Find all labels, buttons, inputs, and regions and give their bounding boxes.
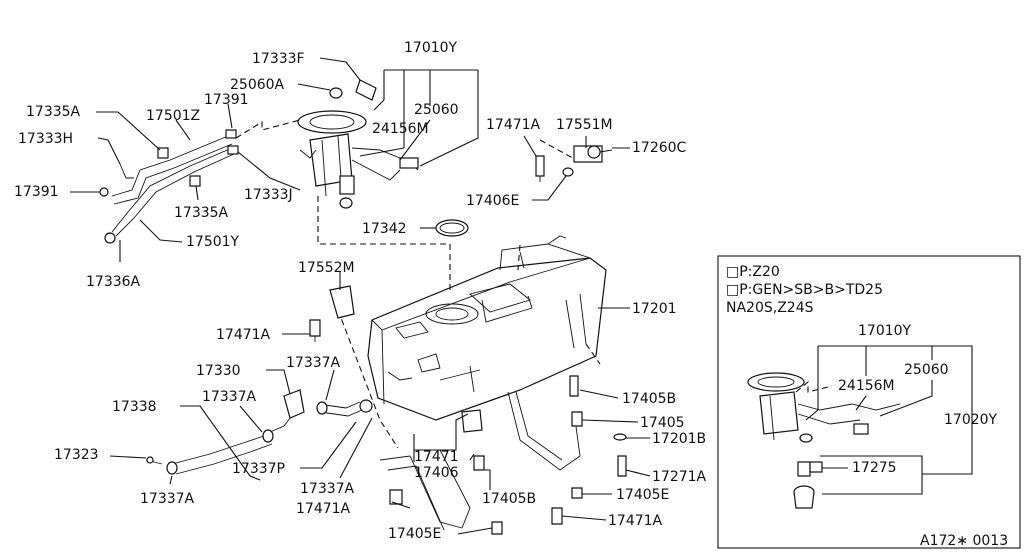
inset-label-17020Y: 17020Y <box>944 412 998 428</box>
fuel-tank-17201 <box>367 235 607 421</box>
label-17333H: 17333H <box>18 131 73 147</box>
label-17010Y: 17010Y <box>404 40 458 56</box>
label-17335A-top: 17335A <box>26 104 81 120</box>
label-17405E-low: 17405E <box>388 526 441 542</box>
label-17330: 17330 <box>196 363 241 379</box>
label-24156M: 24156M <box>372 121 429 137</box>
label-25060A: 25060A <box>230 77 285 93</box>
brackets-and-bolts <box>309 285 627 535</box>
label-17405B-mid: 17405B <box>482 491 536 507</box>
label-17471A-low: 17471A <box>296 501 351 517</box>
label-17471: 17471 <box>414 449 459 465</box>
label-17333F: 17333F <box>252 51 305 67</box>
vent-fittings <box>535 145 613 182</box>
assembly-guides <box>235 119 601 449</box>
label-17335A-mid: 17335A <box>174 205 229 221</box>
label-17552M: 17552M <box>298 260 355 276</box>
label-17501Y: 17501Y <box>186 234 240 250</box>
label-17405B-right: 17405B <box>622 391 676 407</box>
vent-tubes <box>99 129 239 244</box>
label-17337A-a: 17337A <box>286 355 341 371</box>
label-17406E: 17406E <box>466 193 519 209</box>
label-17201: 17201 <box>632 301 677 317</box>
label-17323: 17323 <box>54 447 99 463</box>
reference-code: A172∗ 0013 <box>920 533 1008 549</box>
label-17337A-c: 17337A <box>140 491 195 507</box>
part-labels: 17010Y 17333F 25060A 25060 24156M 17335A… <box>14 40 707 542</box>
label-17260C: 17260C <box>632 140 687 156</box>
label-25060: 25060 <box>414 102 459 118</box>
gasket-17342-inner <box>439 222 465 234</box>
label-17201B: 17201B <box>652 431 706 447</box>
label-17391-top: 17391 <box>204 92 249 108</box>
label-17471A-mid: 17471A <box>216 327 271 343</box>
label-17406: 17406 <box>414 465 459 481</box>
label-17271A: 17271A <box>652 469 707 485</box>
label-17551M: 17551M <box>556 117 613 133</box>
fuel-pump-assembly-17010Y <box>297 79 419 209</box>
variant-inset-panel: □P:Z20 □P:GEN>SB>B>TD25 NA20S,Z24S 17010… <box>717 255 1021 549</box>
gasket-17342 <box>435 219 469 237</box>
inset-pump-assembly <box>747 372 901 509</box>
inset-label-24156M: 24156M <box>838 378 895 394</box>
label-17336A: 17336A <box>86 274 141 290</box>
inset-label-25060: 25060 <box>904 362 949 378</box>
inset-note-3: NA20S,Z24S <box>726 300 814 316</box>
leader-lines <box>70 57 651 535</box>
inset-label-17010Y: 17010Y <box>858 323 912 339</box>
label-17391-left: 17391 <box>14 184 59 200</box>
inset-label-17275: 17275 <box>852 460 897 476</box>
label-17337A-b: 17337A <box>202 389 257 405</box>
label-17501Z: 17501Z <box>146 108 200 124</box>
label-17471A-top: 17471A <box>486 117 541 133</box>
inset-note-2: □P:GEN>SB>B>TD25 <box>726 282 883 298</box>
label-17405: 17405 <box>640 415 685 431</box>
label-17471A-right: 17471A <box>608 513 663 529</box>
label-17342: 17342 <box>362 221 407 237</box>
label-17405E-right: 17405E <box>616 487 669 503</box>
label-17337A-d: 17337A <box>300 481 355 497</box>
label-17337P: 17337P <box>232 461 285 477</box>
filler-hoses <box>145 389 373 475</box>
label-17333J: 17333J <box>244 187 293 203</box>
inset-note-1: □P:Z20 <box>726 264 780 280</box>
label-17338: 17338 <box>112 399 157 415</box>
